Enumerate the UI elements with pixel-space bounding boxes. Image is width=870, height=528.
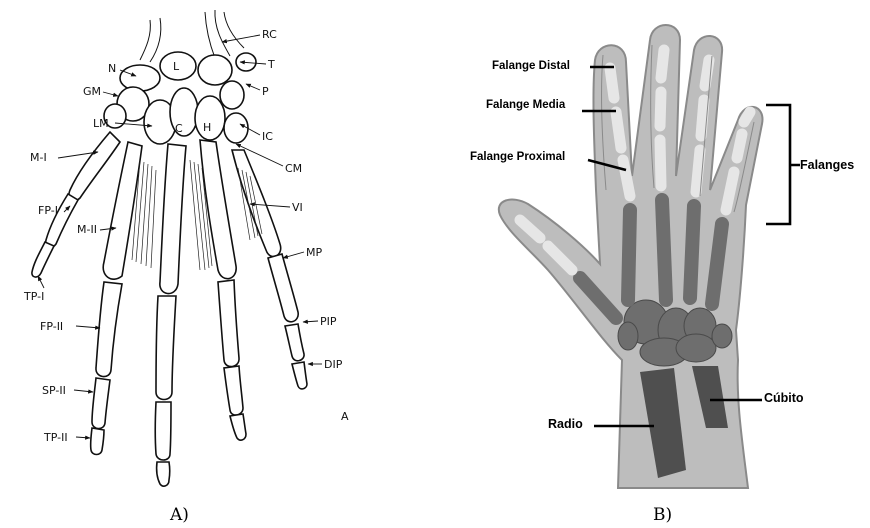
label-mark: A <box>341 410 349 423</box>
label-l: L <box>173 60 180 73</box>
label-pip: PIP <box>320 315 337 328</box>
label-cm: CM <box>285 162 302 175</box>
label-t: T <box>267 58 275 71</box>
label-rc: RC <box>262 28 277 41</box>
label-vi: VI <box>292 201 303 214</box>
caption-b: B) <box>653 505 672 525</box>
label-fp-i: FP-I <box>38 204 58 217</box>
finger-ring-bones <box>218 280 246 440</box>
label-m-i: M-I <box>30 151 47 164</box>
label-h: H <box>203 121 211 134</box>
label-falange-proximal: Falange Proximal <box>470 151 565 163</box>
finger-index-bones <box>91 282 122 455</box>
panel-a-hand-skeleton-drawing: N RC GM L T P LM C H IC M-I CM FP-I VI M… <box>23 10 349 525</box>
label-p: P <box>262 85 269 98</box>
label-dip: DIP <box>324 358 343 371</box>
label-tp-i: TP-I <box>23 290 44 303</box>
label-radio: Radio <box>548 417 583 431</box>
label-lm: LM <box>93 117 109 130</box>
falanges-bracket <box>766 105 800 224</box>
label-sp-ii: SP-II <box>42 384 66 397</box>
label-falanges: Falanges <box>800 158 854 172</box>
caption-a: A) <box>169 505 189 525</box>
label-cubito: Cúbito <box>764 391 804 405</box>
label-mp: MP <box>306 246 322 259</box>
label-falange-media: Falange Media <box>486 99 566 111</box>
finger-little-bones <box>268 254 307 389</box>
finger-middle-bones <box>155 296 176 486</box>
label-gm: GM <box>83 85 101 98</box>
label-ic: IC <box>262 130 273 143</box>
label-m-ii: M-II <box>77 223 97 236</box>
label-tp-ii: TP-II <box>43 431 68 444</box>
label-fp-ii: FP-II <box>40 320 63 333</box>
label-falange-distal: Falange Distal <box>492 60 570 72</box>
label-n: N <box>108 62 116 75</box>
panel-b-hand-diagram: Falange Distal Falange Media Falange Pro… <box>470 25 854 525</box>
label-c: C <box>175 122 183 135</box>
